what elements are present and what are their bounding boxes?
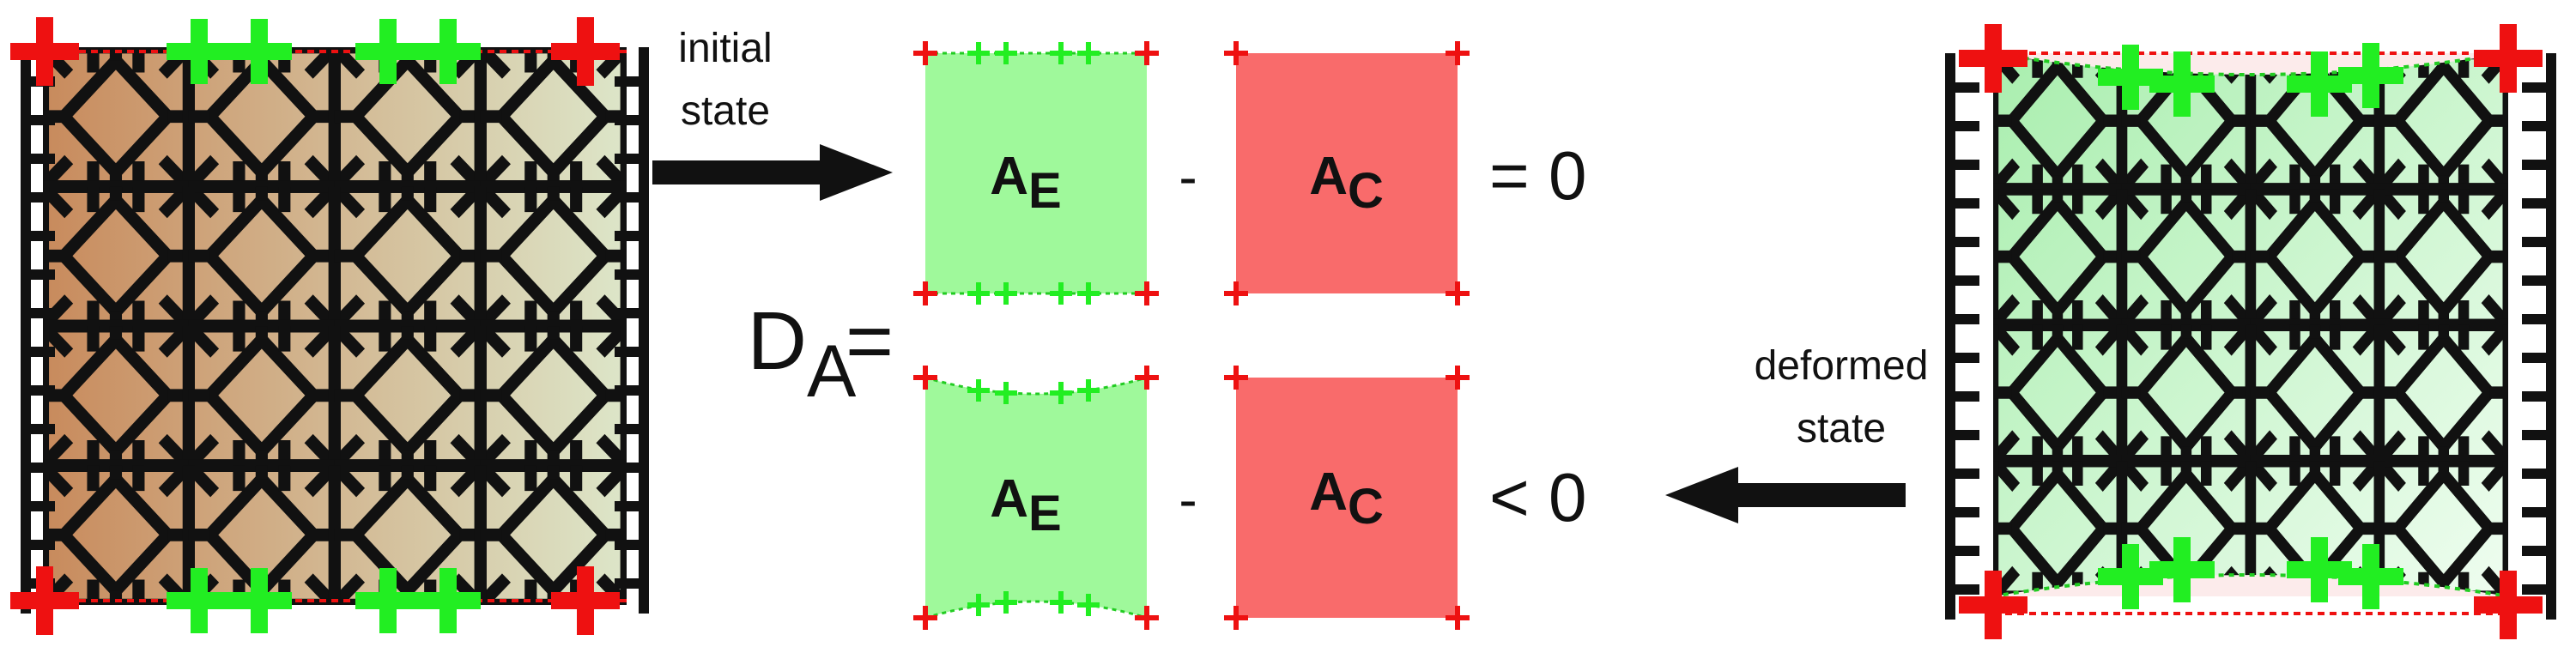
svg-text:E: E <box>1028 486 1062 541</box>
ac-bottom-sub: C <box>1348 479 1384 535</box>
ac-top-box: A C <box>1224 41 1470 305</box>
minus-top: - <box>1179 146 1197 208</box>
minus-bottom: - <box>1179 469 1197 530</box>
svg-text:A: A <box>1309 463 1348 522</box>
deformed-state-lattice <box>1950 53 2551 620</box>
da-sub: A <box>807 330 857 413</box>
svg-text:A: A <box>807 330 857 413</box>
svg-text:A: A <box>990 469 1028 529</box>
ae-deformed-sub: E <box>1028 486 1062 541</box>
ac-bottom-box: A C <box>1224 366 1470 630</box>
ac-bottom-main: A <box>1309 463 1348 522</box>
da-equals: = <box>846 295 894 387</box>
ac-top-sub: C <box>1348 163 1384 219</box>
ae-deformed-box: A E <box>913 366 1159 630</box>
ae-initial-main: A <box>990 147 1028 206</box>
result-top: = 0 <box>1489 137 1586 214</box>
deformed-state-label-line1: deformed <box>1755 343 1929 389</box>
svg-text:C: C <box>1348 163 1384 219</box>
ac-top-main: A <box>1309 147 1348 206</box>
initial-state-label-line2: state <box>681 88 770 134</box>
initial-state-label-line1: initial <box>678 26 772 71</box>
svg-text:D: D <box>748 295 807 387</box>
svg-text:A: A <box>990 147 1028 206</box>
svg-text:A: A <box>1309 147 1348 206</box>
ae-deformed-main: A <box>990 469 1028 529</box>
deformed-state-label-line2: state <box>1797 406 1886 451</box>
result-bottom: < 0 <box>1489 459 1586 535</box>
deformed-arrow <box>1665 467 1906 523</box>
initial-state-lattice <box>26 47 644 614</box>
initial-arrow <box>652 144 893 201</box>
svg-text:E: E <box>1028 163 1062 219</box>
ae-initial-sub: E <box>1028 163 1062 219</box>
ae-initial-box: A E <box>913 41 1159 305</box>
svg-text:C: C <box>1348 479 1384 535</box>
da-main: D <box>748 295 807 387</box>
